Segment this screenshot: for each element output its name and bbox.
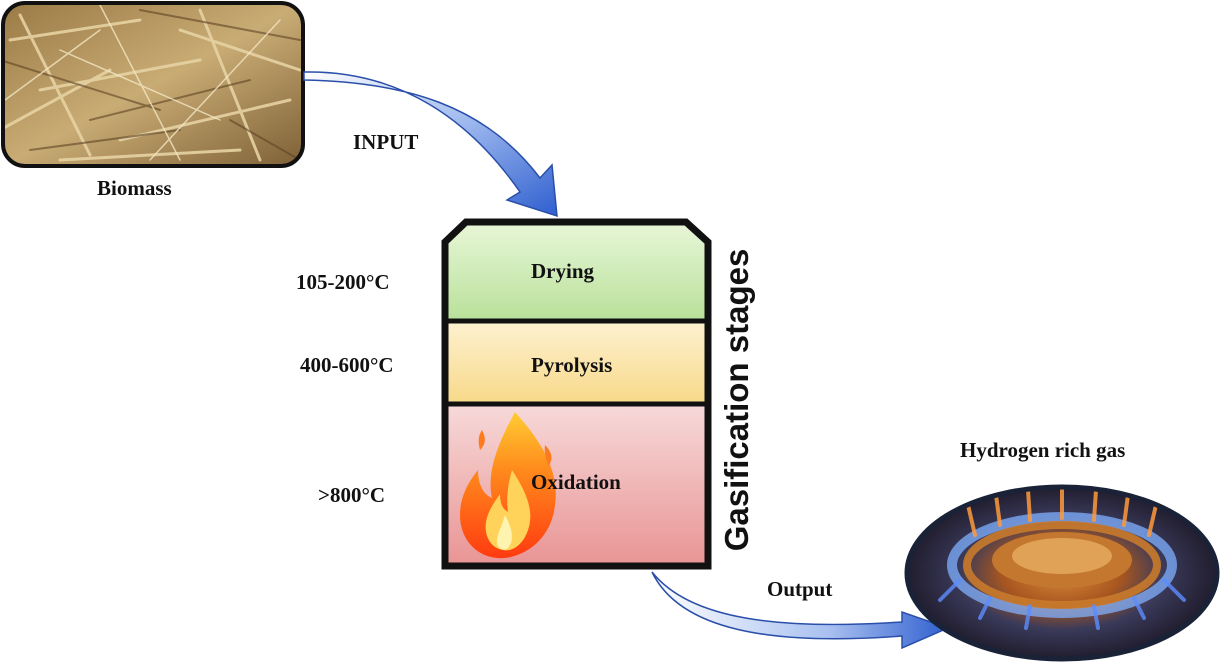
stage-temperature-drying: 105-200°C [296, 270, 390, 294]
input-arrow [303, 71, 558, 218]
stage-name-oxidation: Oxidation [531, 470, 621, 494]
biomass-caption: Biomass [97, 176, 172, 200]
stage-temperature-pyrolysis: 400-600°C [300, 353, 394, 377]
hydrogen-gas-caption: Hydrogen rich gas [960, 438, 1126, 462]
stage-temperature-oxidation: >800°C [318, 483, 386, 507]
straw-photo [1, 1, 305, 168]
output-arrow-label: Output [767, 577, 833, 601]
stage-name-pyrolysis: Pyrolysis [531, 353, 613, 377]
stages-title: Gasification stages [718, 248, 755, 552]
gas-burner-photo [904, 484, 1220, 662]
flame-icon [460, 412, 556, 559]
reactor [441, 218, 712, 570]
stage-name-drying: Drying [531, 259, 594, 283]
input-arrow-label: INPUT [353, 130, 419, 154]
